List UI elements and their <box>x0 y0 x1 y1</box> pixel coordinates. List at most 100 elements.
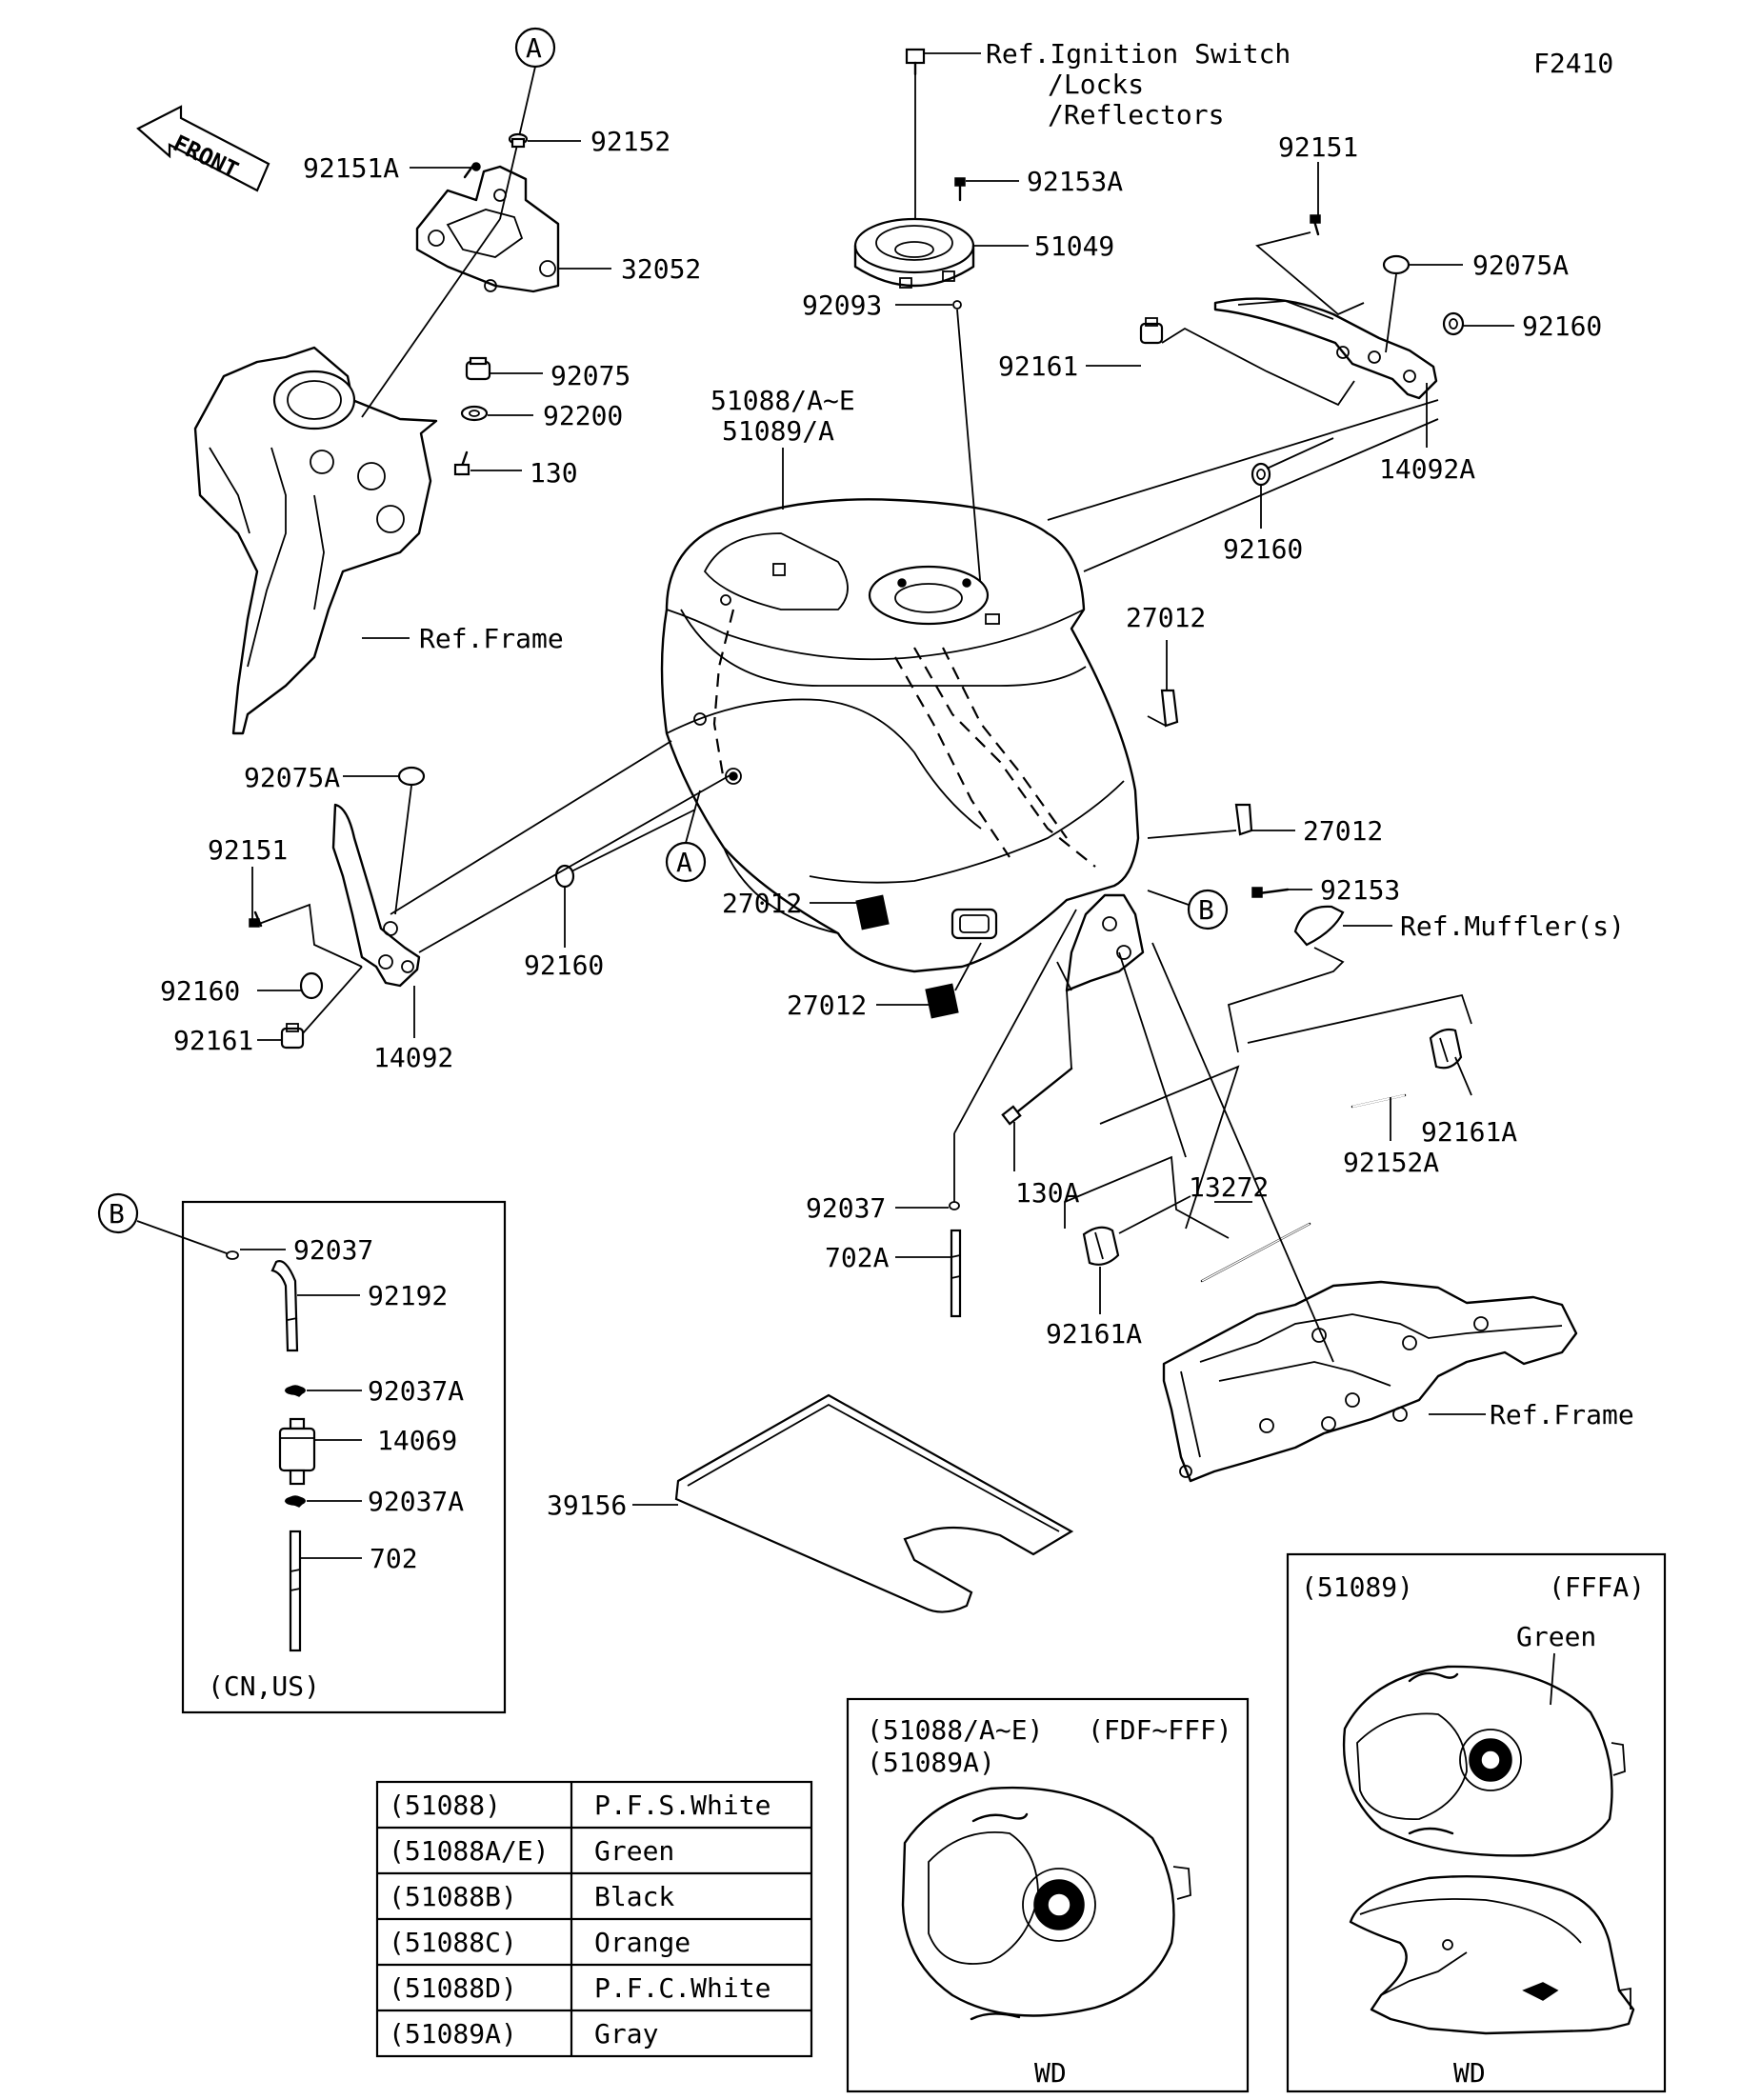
label-14092a: 14092A <box>1379 453 1475 485</box>
inset-right-frame-range: (FFFA) <box>1549 1571 1645 1603</box>
label-ref-frame-bottom: Ref.Frame <box>1490 1399 1634 1430</box>
table-color-cell: P.F.C.White <box>594 1972 770 2004</box>
bushing-92161-left-icon <box>280 1023 305 1050</box>
hose-702a-icon <box>950 1229 962 1318</box>
label-92037-box: 92037 <box>293 1234 373 1266</box>
pin-92152a-icon <box>1351 1093 1407 1109</box>
label-27012-b: 27012 <box>1303 815 1383 847</box>
svg-text:B: B <box>109 1198 125 1230</box>
front-arrow-icon: FRONT <box>136 105 270 192</box>
label-ref-reflectors: /Reflectors <box>1048 99 1224 130</box>
table-code-cell: (51089A) <box>389 2018 517 2050</box>
inset-right-footer: WD <box>1453 2057 1486 2089</box>
bracket-14092a-icon <box>1213 297 1438 400</box>
grommet-92075-icon <box>465 356 491 381</box>
muffler-clip-icon <box>1293 905 1345 947</box>
color-table <box>375 1780 813 2058</box>
label-92160-mid: 92160 <box>1223 533 1303 565</box>
label-32052: 32052 <box>621 253 701 285</box>
washer-92200-icon <box>460 405 489 422</box>
table-color-cell: Black <box>594 1881 674 1912</box>
table-color-cell: Gray <box>594 2018 658 2050</box>
label-92037-center: 92037 <box>806 1192 886 1224</box>
label-130: 130 <box>530 457 578 489</box>
label-51089: 51089/A <box>722 415 834 447</box>
cn-us-box <box>181 1200 507 1714</box>
label-92153a: 92153A <box>1027 166 1123 197</box>
cap-92075a-top-icon <box>1382 254 1411 275</box>
bushing-92161a-lower-icon <box>1082 1226 1120 1266</box>
label-13272: 13272 <box>1189 1171 1269 1203</box>
table-code-cell: (51088) <box>389 1790 501 1821</box>
label-92161-left: 92161 <box>173 1025 253 1056</box>
bolt-130a-icon <box>1001 1067 1073 1126</box>
inset-left-codes: (51088/A~E) <box>867 1714 1043 1746</box>
label-27012-c: 27012 <box>722 888 802 919</box>
tank-top-view-left-icon <box>901 1786 1191 2021</box>
callout-b-box: B <box>97 1192 228 1254</box>
label-92151-top: 92151 <box>1278 131 1358 163</box>
diagram-code: F2410 <box>1533 48 1613 79</box>
pad-27012-a-icon <box>1160 689 1179 728</box>
label-14092: 14092 <box>373 1042 453 1073</box>
screw-92153a-icon <box>954 177 966 202</box>
label-92152a: 92152A <box>1343 1147 1439 1178</box>
screw-ref-ignition-icon <box>905 48 926 76</box>
label-92153: 92153 <box>1320 874 1400 906</box>
label-92151a: 92151A <box>303 152 399 184</box>
pad-27012-d-icon <box>925 983 959 1019</box>
rear-frame-icon <box>1162 1280 1578 1483</box>
tank-side-view-right-icon <box>1349 1874 1635 2035</box>
callout-b-center: B <box>1147 889 1229 930</box>
label-ref-locks: /Locks <box>1048 69 1144 100</box>
clamp-92037a-2-icon <box>284 1495 307 1508</box>
inset-left-codes-2: (51089A) <box>867 1747 995 1778</box>
grommet-92160-left-icon <box>299 971 324 1000</box>
inset-right-color-note: Green <box>1516 1621 1596 1652</box>
clip-92037-center-icon <box>949 1201 960 1210</box>
table-code-cell: (51088C) <box>389 1927 517 1958</box>
label-92037a-1: 92037A <box>368 1375 464 1407</box>
inset-left-frame-range: (FDF~FFF) <box>1088 1714 1232 1746</box>
bracket-32052-icon <box>415 165 560 293</box>
cap-92075a-left-icon <box>397 766 426 787</box>
label-ref-frame-top: Ref.Frame <box>419 623 564 654</box>
bushing-92161-top-icon <box>1139 317 1164 345</box>
pad-27012-c-icon <box>855 894 890 930</box>
table-color-cell: Green <box>594 1835 674 1867</box>
callout-a-lower: A <box>665 790 707 883</box>
pad-27012-b-icon <box>1234 803 1253 836</box>
table-color-cell: Orange <box>594 1927 690 1958</box>
label-92160-lower: 92160 <box>524 950 604 981</box>
inset-left-frame <box>846 1697 1250 2093</box>
table-code-cell: (51088A/E) <box>389 1835 550 1867</box>
label-92093: 92093 <box>802 290 882 321</box>
label-702a: 702A <box>825 1242 890 1273</box>
grommet-92152-icon <box>508 132 529 149</box>
label-702: 702 <box>370 1543 418 1574</box>
hose-702-icon <box>289 1530 302 1652</box>
frame-head-icon <box>193 346 438 735</box>
grommet-92160-topright-icon <box>1442 311 1465 336</box>
fuel-tank-51088-icon <box>660 498 1145 992</box>
bolt-130-icon <box>453 450 470 476</box>
bolt-92151a-icon <box>463 162 481 179</box>
label-92192: 92192 <box>368 1280 448 1311</box>
fuel-cap-51049-icon <box>853 217 975 289</box>
label-130a: 130A <box>1015 1177 1080 1209</box>
inset-right-frame <box>1286 1552 1667 2093</box>
label-92161a-lower: 92161A <box>1046 1318 1142 1350</box>
hose-92192-icon <box>270 1260 299 1352</box>
label-92037a-2: 92037A <box>368 1486 464 1517</box>
bolt-92151-top-icon <box>1310 214 1321 236</box>
filter-14069-icon <box>278 1417 316 1486</box>
label-92200: 92200 <box>543 400 623 431</box>
screw-92153-icon <box>1251 887 1290 898</box>
label-ref-muffler: Ref.Muffler(s) <box>1400 910 1625 942</box>
label-51049: 51049 <box>1034 230 1114 262</box>
table-color-cell: P.F.S.White <box>594 1790 770 1821</box>
label-92161-top: 92161 <box>998 350 1078 382</box>
bolt-92151-left-icon <box>249 910 263 928</box>
pad-39156-icon <box>674 1393 1074 1613</box>
